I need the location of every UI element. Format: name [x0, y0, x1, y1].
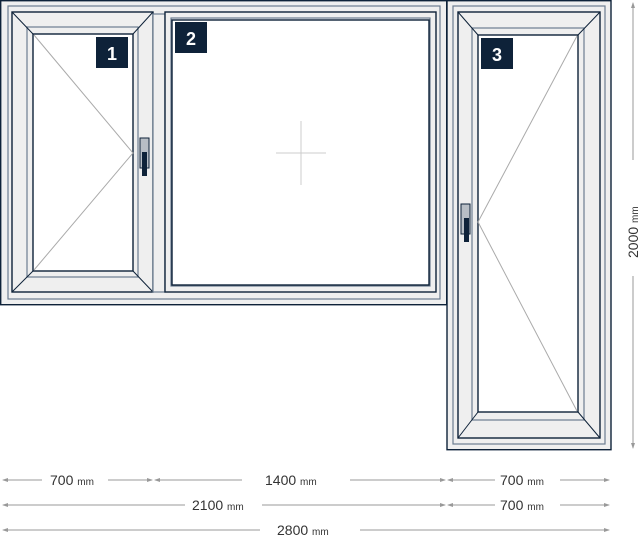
svg-text:2800 mm: 2800 mm — [277, 522, 329, 538]
handle-icon[interactable] — [460, 203, 471, 242]
sash-number-badge-3: 3 — [481, 38, 513, 69]
svg-text:700 mm: 700 mm — [500, 472, 544, 488]
svg-text:700 mm: 700 mm — [500, 497, 544, 513]
sash-1[interactable] — [11, 11, 154, 293]
handle-icon[interactable] — [139, 137, 150, 176]
svg-text:1400 mm: 1400 mm — [265, 472, 317, 488]
dimension-row-3: 2800 mm — [2, 522, 610, 538]
dimension-row-1: 700 mm 1400 mm 700 mm — [2, 472, 610, 488]
opening-direction-lines — [477, 35, 578, 412]
fixed-glass-cross-icon — [276, 121, 326, 185]
svg-text:3: 3 — [492, 45, 502, 65]
dimension-height: 2000 mm — [625, 2, 641, 449]
svg-text:2100 mm: 2100 mm — [192, 497, 244, 513]
svg-text:1: 1 — [107, 44, 117, 64]
fixed-pane-2 — [152, 11, 437, 293]
sash-number-badge-1: 1 — [96, 37, 128, 68]
dimension-row-2: 2100 mm 700 mm — [2, 497, 610, 513]
svg-text:700 mm: 700 mm — [50, 472, 94, 488]
sash-3[interactable] — [457, 11, 601, 439]
svg-text:2: 2 — [186, 29, 196, 49]
opening-direction-lines — [33, 34, 134, 271]
svg-text:2000 mm: 2000 mm — [625, 206, 641, 258]
sash-number-badge-2: 2 — [175, 22, 207, 53]
